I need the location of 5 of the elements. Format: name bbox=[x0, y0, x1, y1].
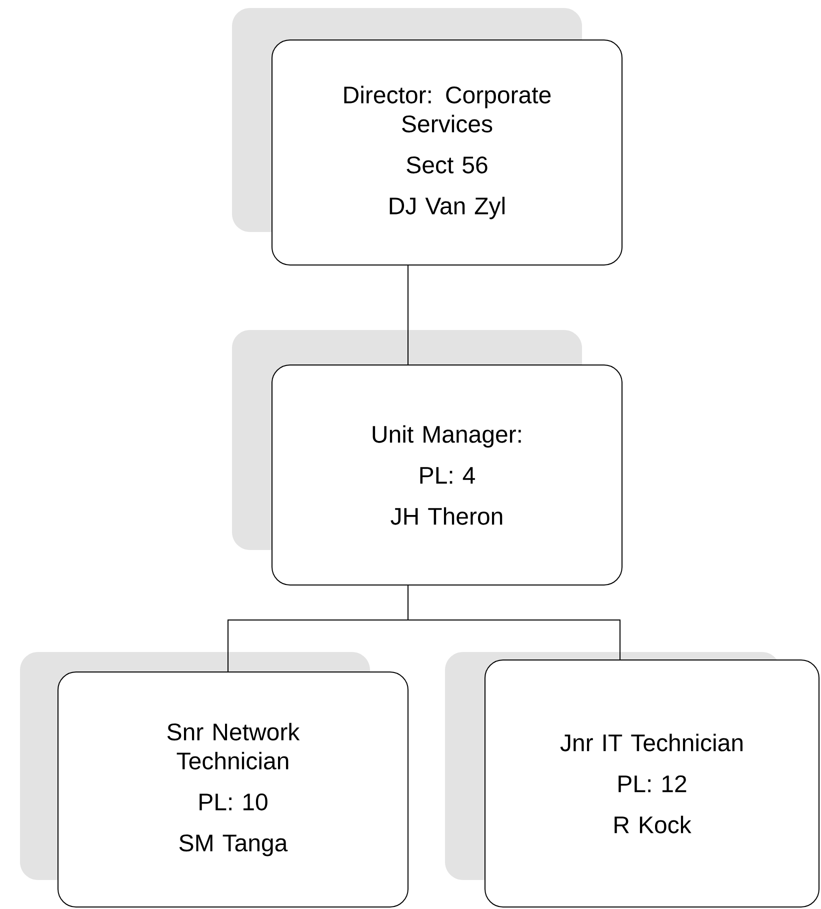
org-box: Snr Network Technician PL: 10 SM Tanga bbox=[58, 672, 408, 908]
org-box: Director: Corporate Services Sect 56 DJ Van Zyl bbox=[272, 40, 622, 266]
org-box: Jnr IT Technician PL: 12 R Kock bbox=[484, 660, 820, 908]
org-box: Unit Manager: PL: 4 JH Theron bbox=[272, 364, 622, 586]
connector-line bbox=[408, 585, 620, 660]
